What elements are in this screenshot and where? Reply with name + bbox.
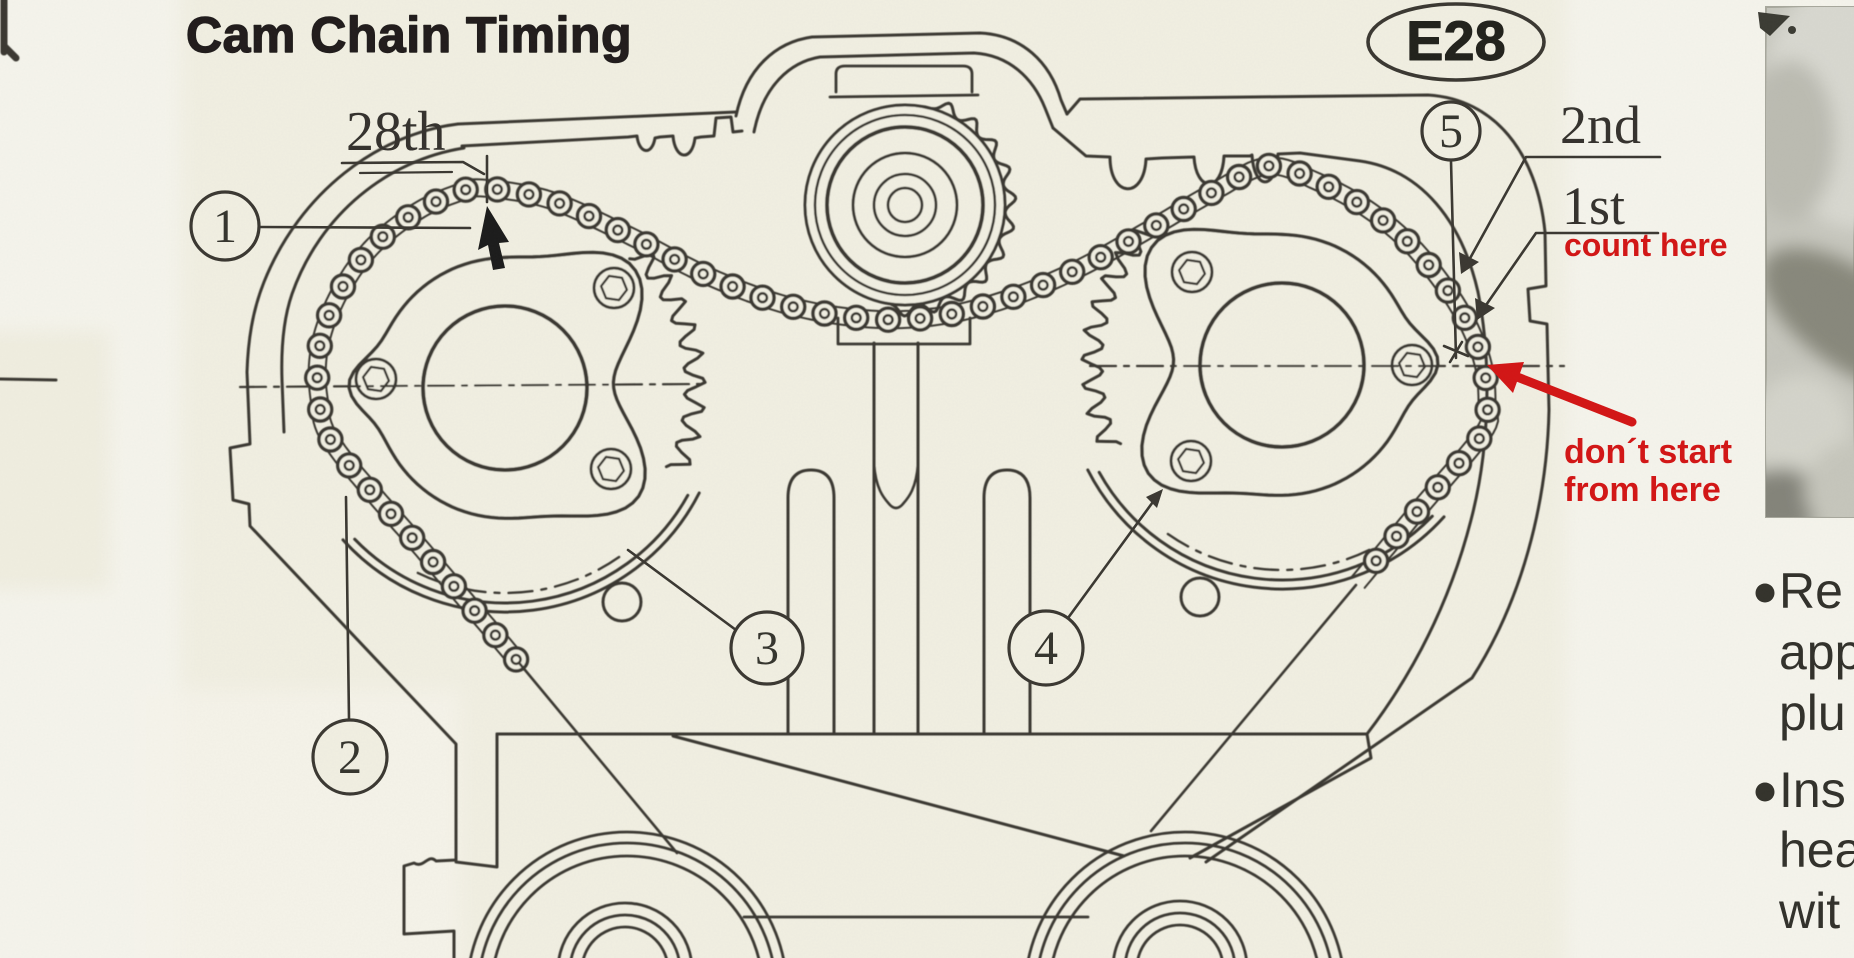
paper-grain-overlay: [0, 0, 1854, 958]
